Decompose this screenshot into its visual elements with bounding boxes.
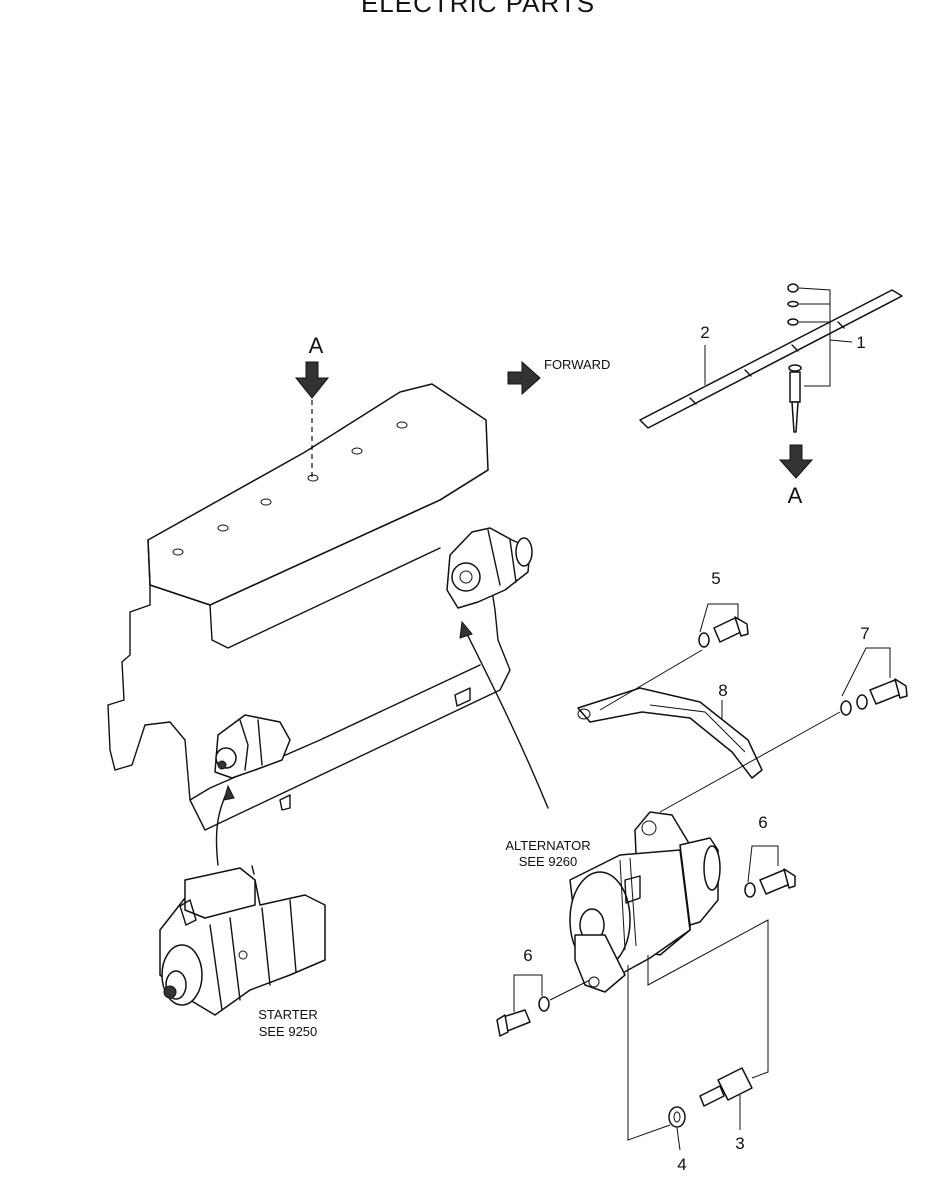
alternator-note-line1: ALTERNATOR	[505, 838, 590, 853]
callout-6-lower: 6	[523, 946, 532, 965]
engine-block	[107, 383, 511, 831]
callout-7: 7	[860, 624, 869, 643]
callout-3: 3	[735, 1134, 744, 1153]
glow-plug	[788, 364, 802, 433]
terminal-stud-3	[699, 1067, 753, 1130]
leader-7-line	[659, 711, 841, 813]
alternator-install-arrow	[459, 620, 549, 809]
view-arrow-bottom	[778, 444, 814, 479]
alternator	[569, 811, 721, 993]
bolt-5-set	[698, 603, 749, 648]
callout-5: 5	[711, 569, 720, 588]
washer-4	[668, 1106, 686, 1151]
starter-mount-on-block	[214, 714, 291, 779]
connector-plate	[639, 289, 903, 429]
alternator-mount-on-block	[446, 527, 533, 609]
adjusting-bracket	[577, 687, 763, 779]
callout-2: 2	[700, 323, 709, 342]
starter-install-arrow	[215, 784, 235, 866]
leader-3-bracket	[647, 919, 769, 1079]
leader-4-bracket	[627, 965, 671, 1141]
diagram-title: ELECTRIC PARTS	[361, 0, 595, 18]
callout-4: 4	[677, 1155, 686, 1174]
starter-note-line1: STARTER	[258, 1007, 317, 1022]
view-label-top: A	[309, 333, 324, 358]
callout-8: 8	[718, 681, 727, 700]
forward-arrow-icon	[507, 360, 541, 396]
forward-label: FORWARD	[544, 357, 610, 372]
glow-plug-nuts	[787, 283, 853, 387]
callout-1: 1	[856, 333, 865, 352]
callout-6-upper: 6	[758, 813, 767, 832]
bolt-6-lower-set	[496, 974, 591, 1037]
starter-note-line2: SEE 9250	[259, 1024, 318, 1039]
leader-5-line	[599, 649, 703, 711]
bolt-6-upper-set	[744, 845, 796, 898]
starter-motor	[159, 865, 326, 1016]
view-label-bottom: A	[788, 483, 803, 508]
bolt-7-set	[840, 647, 908, 716]
alternator-note-line2: SEE 9260	[519, 854, 578, 869]
view-arrow-top	[294, 361, 330, 478]
